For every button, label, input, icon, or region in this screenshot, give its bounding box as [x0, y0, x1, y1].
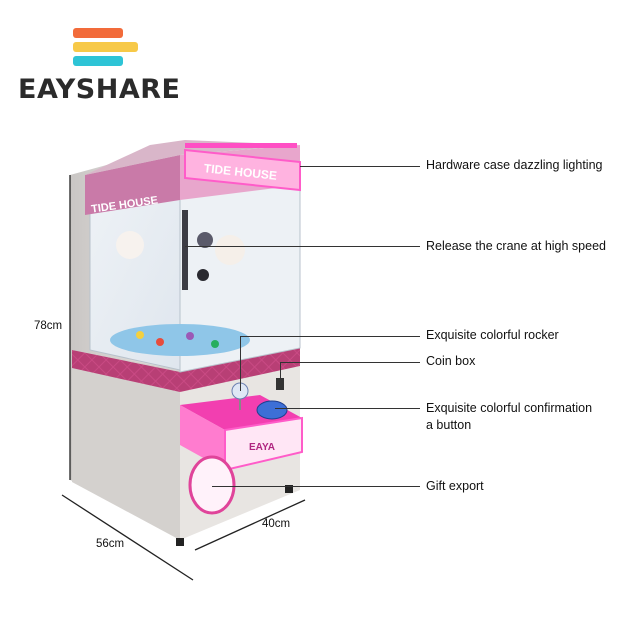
depth-dimension-label: 56cm [96, 538, 125, 550]
plush-toy [197, 232, 213, 248]
cabinet-base-side [72, 350, 180, 540]
claw-rail [182, 210, 188, 290]
depth-dimension-line [61, 494, 194, 581]
callout-crane-release: Release the crane at high speed [426, 239, 606, 253]
pink-band-side [72, 350, 180, 392]
prize-pile [110, 324, 250, 356]
width-dimension-label: 40cm [262, 518, 291, 530]
callout-gift-export: Gift export [426, 479, 484, 493]
top-lid [85, 140, 300, 175]
logo-bars-icon [73, 28, 138, 66]
plush-toy [116, 231, 144, 259]
callout-coin-box: Coin box [426, 354, 476, 368]
coin-slot [276, 378, 284, 390]
pink-light-bar [185, 143, 297, 148]
callout-rocker: Exquisite colorful rocker [426, 328, 559, 342]
panel-logo: EAYA [249, 442, 275, 453]
logo-wordmark: EAYSHARE [18, 74, 181, 105]
control-panel-front [180, 405, 225, 470]
gift-door [188, 455, 236, 515]
callout-confirm-button: Exquisite colorful confirmation a button [426, 401, 593, 432]
marquee-sign [184, 148, 301, 192]
claw-head [197, 269, 209, 281]
confirm-button [256, 400, 288, 420]
width-dimension-line [194, 499, 306, 551]
callout-hardware-lighting: Hardware case dazzling lighting [426, 158, 603, 172]
height-dimension-label: 78cm [34, 320, 63, 332]
control-panel-face [224, 416, 303, 472]
plush-toy [215, 235, 245, 265]
brand-logo: EAYSHARE [18, 28, 188, 108]
